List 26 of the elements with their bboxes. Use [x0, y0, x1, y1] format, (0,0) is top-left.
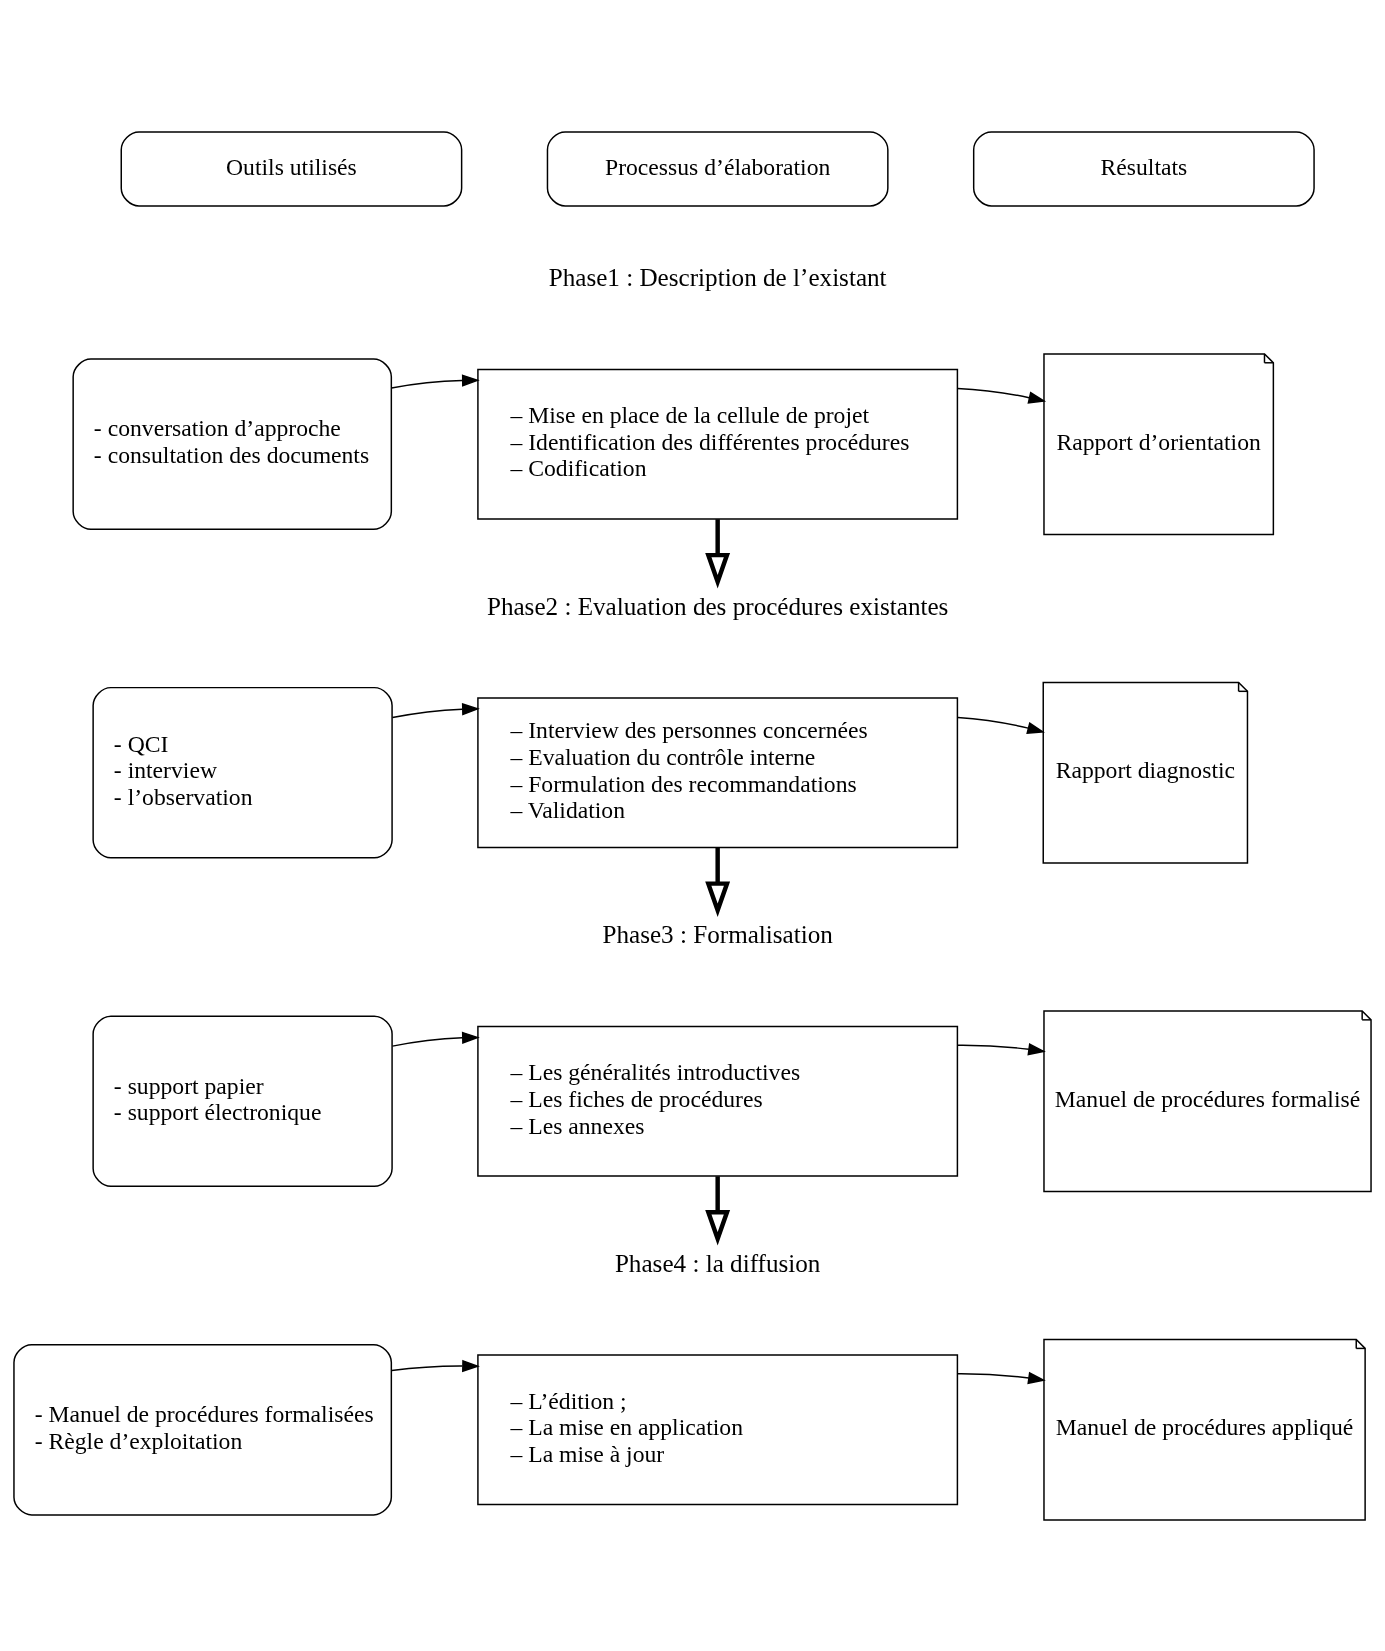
- node-box: - conversation d’approche - consultation des documents: [72, 357, 393, 530]
- node-box: - Manuel de procédures formalisées - Règle d’exploitation: [13, 1343, 393, 1516]
- arrow: [390, 373, 480, 389]
- arrow: [391, 702, 480, 718]
- arrow: [391, 1031, 480, 1047]
- arrow: [957, 716, 1045, 734]
- arrow: [705, 847, 731, 917]
- node-box: – Interview des personnes concernées – Evaluation du contrôle interne – Formulation des recommandations – Validation: [477, 696, 959, 848]
- node-box: Résultats: [972, 130, 1315, 207]
- node-text: Phase2 : Evaluation des procédures existantes: [486, 592, 949, 620]
- node-text: Phase4 : la diffusion: [614, 1249, 821, 1277]
- node-box: – Mise en place de la cellule de projet – Identification des différentes procédures – Codification: [477, 368, 959, 520]
- node-box: - support papier - support électronique: [92, 1014, 393, 1187]
- arrow: [956, 387, 1047, 404]
- arrow: [957, 1371, 1046, 1384]
- label: Phase1 : Description de l’existant: [548, 263, 887, 291]
- arrow: [705, 1175, 731, 1246]
- arrow: [391, 1359, 480, 1372]
- arrow: [705, 518, 731, 588]
- node-text: Phase3 : Formalisation: [602, 920, 833, 948]
- node-box: – Les généralités introductives – Les fiches de procédures – Les annexes: [477, 1025, 959, 1177]
- arrow: [957, 1042, 1046, 1055]
- node-box: – L’édition ; – La mise en application – La mise à jour: [477, 1353, 959, 1505]
- node-box: - QCI - interview - l’observation: [92, 686, 393, 859]
- node-box: Processus d’élaboration: [546, 130, 889, 207]
- node-box: Outils utilisés: [120, 130, 463, 207]
